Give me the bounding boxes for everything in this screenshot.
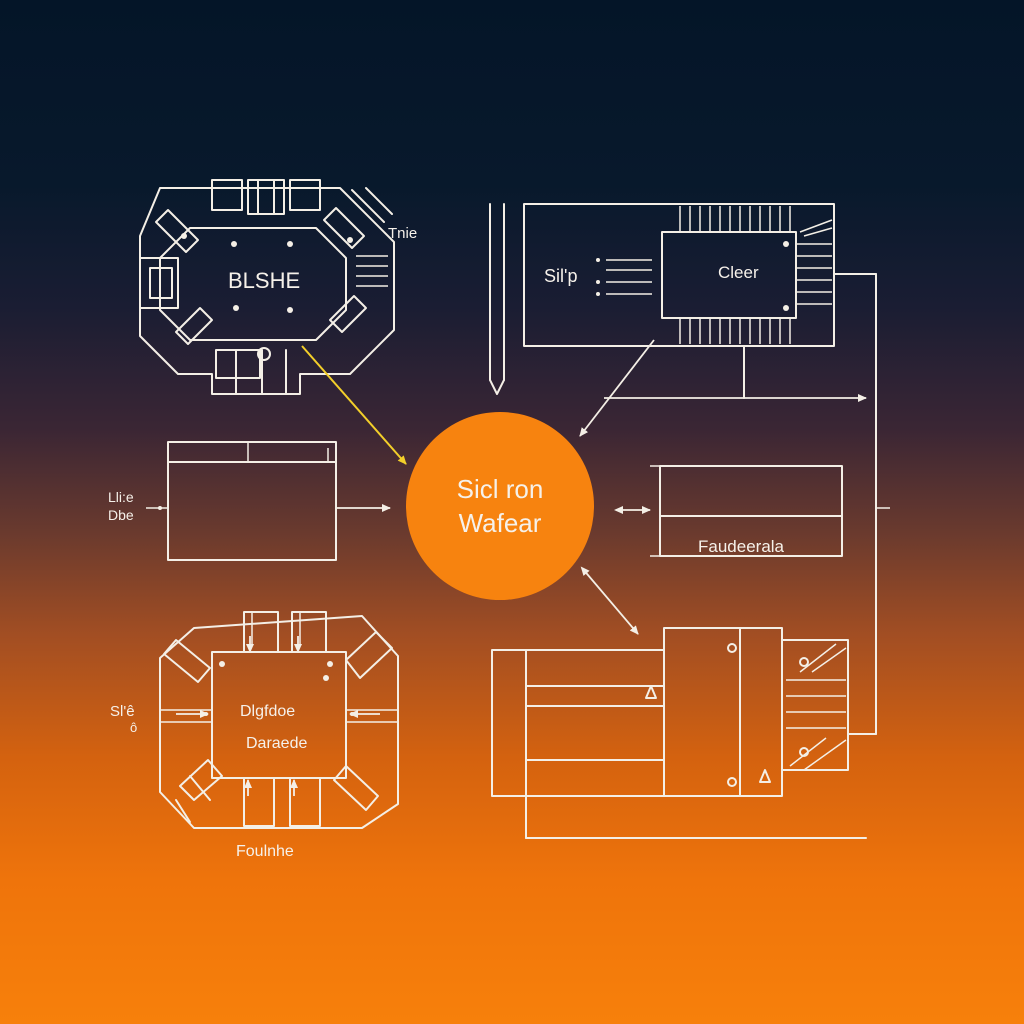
box-left: Lli:e Dbe [108, 441, 337, 561]
chip-bottom-left-label-2: Daraede [246, 735, 307, 752]
connectors [301, 273, 890, 735]
chip-bottom-left-side-label-2: ô [130, 720, 137, 735]
panel-chip-fins [679, 206, 833, 344]
chip-bottom-left-side-label-1: Sl'ê [110, 703, 135, 720]
panel-top-right: Sil'p Cleer [489, 203, 835, 395]
center-node-label-1: Sicl ron [457, 474, 544, 504]
panel-left-label: Sil'p [544, 266, 577, 286]
chip-top-left: BLSHE Tnie [139, 179, 417, 395]
chip-bottom-left-label-1: Dlgfdoe [240, 703, 295, 720]
chip-bottom-left-caption: Foulnhe [236, 843, 294, 860]
component-fins [786, 643, 847, 771]
panel-chip-label: Cleer [718, 263, 759, 282]
center-node-circle [406, 412, 594, 600]
center-node-label-2: Wafear [459, 508, 542, 538]
component-bottom-right [491, 627, 867, 839]
chip-bottom-left: Dlgfdoe Daraede Sl'ê ô Foulnhe [110, 611, 399, 860]
chip-top-left-label: BLSHE [228, 268, 300, 293]
chip-top-left-side-label: Tnie [388, 225, 417, 242]
box-left-label-1: Lli:e [108, 489, 134, 505]
box-right-label: Faudeerala [698, 537, 785, 556]
box-right: Faudeerala [650, 465, 843, 557]
center-node: Sicl ron Wafear [406, 412, 594, 600]
box-left-label-2: Dbe [108, 507, 134, 523]
